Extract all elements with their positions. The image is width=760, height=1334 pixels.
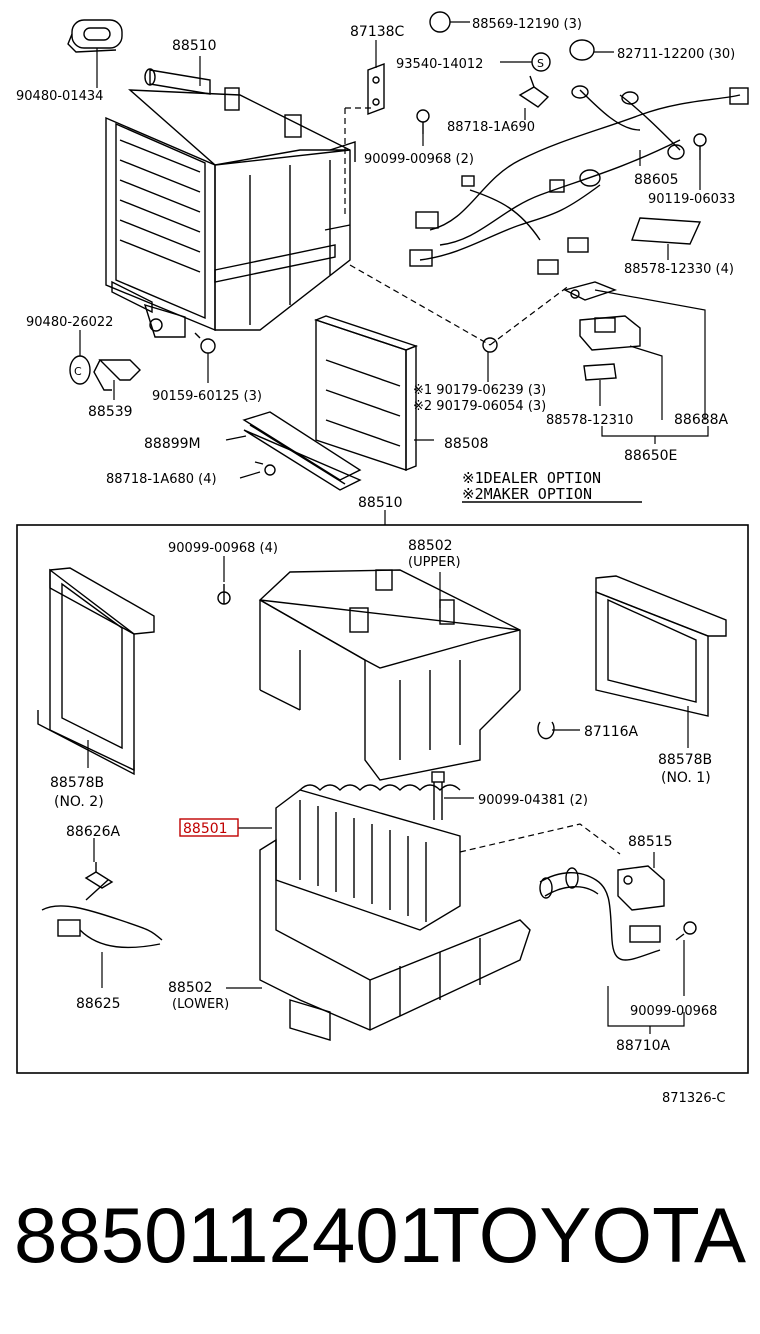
seal-frame-part-88578b-no1 — [595, 575, 727, 717]
clip-part-87116a — [537, 721, 555, 740]
label-88718-1a680: 88718-1A680 (4) — [106, 472, 217, 487]
label-88569: 88569-12190 (3) — [472, 17, 582, 32]
leader-lines-box — [87, 556, 689, 1034]
label-90480-26022: 90480-26022 — [26, 315, 113, 330]
option-note-maker: ※2MAKER OPTION — [462, 485, 592, 503]
label-88578-12310: 88578-12310 — [546, 413, 633, 428]
label-90099-00968-2: 90099-00968 (2) — [364, 152, 474, 167]
thermistor-part-88625 — [41, 879, 163, 949]
label-90099-04381: 90099-04381 (2) — [478, 793, 588, 808]
label-88515: 88515 — [628, 834, 673, 850]
label-82711: 82711-12200 (30) — [617, 47, 735, 62]
screw-part-90119 — [693, 133, 707, 160]
label-lower: (LOWER) — [172, 997, 229, 1012]
label-88510-box: 88510 — [358, 495, 403, 511]
dash-line — [459, 823, 621, 855]
expansion-valve-part-88515 — [617, 865, 665, 911]
guide-part-88899m — [242, 411, 362, 491]
label-88578b-no1: 88578B — [658, 752, 712, 768]
label-88508: 88508 — [444, 436, 489, 452]
lower-case-part-88502 — [259, 838, 531, 1041]
label-88578-12330: 88578-12330 (4) — [624, 262, 734, 277]
wire-harness-part-88605 — [409, 85, 749, 275]
label-88899m: 88899M — [144, 436, 201, 452]
label-88688a: 88688A — [674, 412, 729, 428]
pad-part-88578-12330 — [631, 217, 702, 245]
label-90159: 90159-60125 (3) — [152, 389, 262, 404]
label-88710a: 88710A — [616, 1038, 671, 1054]
screw-part-90099-00968-4 — [217, 584, 231, 605]
labels-box: 90099-00968 (4) 88502 (UPPER) 88578B (NO… — [50, 538, 717, 1054]
label-88605: 88605 — [634, 172, 679, 188]
label-90099-00968: 90099-00968 — [630, 1004, 717, 1019]
filter-part-88508 — [313, 315, 419, 472]
label-88578b-no2: 88578B — [50, 775, 104, 791]
label-no1: (NO. 1) — [661, 770, 711, 786]
label-90480-01434: 90480-01434 — [16, 89, 103, 104]
sensor-part-88718-1a690 — [518, 75, 550, 108]
label-90119: 90119-06033 — [648, 192, 735, 207]
screw-part-90099-00968-box — [675, 921, 697, 941]
leader-lines-top — [79, 21, 709, 479]
part-number: 8850112401 — [14, 1191, 443, 1279]
labels-top: 90480-01434 88510 87138C 88569-12190 (3)… — [16, 17, 735, 511]
label-87116a: 87116A — [584, 724, 639, 740]
pad-part-88578-12310 — [583, 363, 617, 381]
label-88502-lower: 88502 — [168, 980, 213, 996]
label-290179: ※2 90179-06054 (3) — [413, 399, 546, 414]
footer: 8850112401 TOYOTA — [0, 1185, 760, 1295]
brand-name: TOYOTA — [432, 1191, 747, 1279]
label-88510-top: 88510 — [172, 38, 217, 54]
screw-part-90099-00968-top — [416, 109, 430, 134]
label-88539: 88539 — [88, 404, 133, 420]
bolt-part-90099-04381 — [431, 771, 445, 820]
evaporator-part-88501 — [275, 784, 461, 931]
label-190179: ※1 90179-06239 (3) — [413, 383, 546, 398]
detail-box-frame — [16, 524, 749, 1074]
thermistor-part-88626a — [84, 862, 114, 889]
clip-part-harness — [482, 337, 498, 353]
cooling-unit-assembly-top — [105, 68, 356, 338]
label-87138c: 87138C — [350, 24, 405, 40]
label-88718-1a690: 88718-1A690 — [447, 120, 535, 135]
clip-part-88569 — [429, 11, 451, 33]
grommet-part-90480-26022: C — [69, 355, 91, 385]
label-90099-00968-4: 90099-00968 (4) — [168, 541, 278, 556]
clip-part-82711 — [569, 39, 595, 61]
grommet-part-90480-01434 — [67, 19, 123, 53]
label-88501: 88501 — [183, 821, 228, 837]
option-note-dealer: ※1DEALER OPTION — [462, 469, 601, 487]
tube-part-88710a — [539, 867, 661, 961]
screw-part-90159 — [194, 332, 216, 354]
label-no2: (NO. 2) — [54, 794, 104, 810]
label-88502-upper: 88502 — [408, 538, 453, 554]
label-upper: (UPPER) — [408, 555, 461, 570]
nut-part-93540: S — [531, 52, 551, 72]
label-93540: 93540-14012 — [396, 57, 483, 72]
label-88626a: 88626A — [66, 824, 121, 840]
screw-part-88718-1a680 — [254, 461, 276, 476]
upper-case-part-88502 — [258, 569, 521, 781]
bracket-part-87138c — [367, 62, 385, 116]
highlight-box-88501 — [179, 818, 239, 837]
seal-frame-part-88578b-no2 — [37, 567, 155, 776]
dash-line — [489, 284, 571, 346]
svg-text:S: S — [537, 57, 544, 70]
bracket-part-88688a — [563, 281, 618, 301]
dash-line — [349, 264, 491, 346]
drain-hose-part-88539 — [93, 359, 141, 391]
label-88650e: 88650E — [624, 448, 677, 464]
figure-code: 871326-C — [662, 1091, 725, 1106]
label-88625: 88625 — [76, 996, 121, 1012]
amplifier-part-88650e — [579, 315, 641, 351]
svg-text:C: C — [74, 365, 82, 378]
